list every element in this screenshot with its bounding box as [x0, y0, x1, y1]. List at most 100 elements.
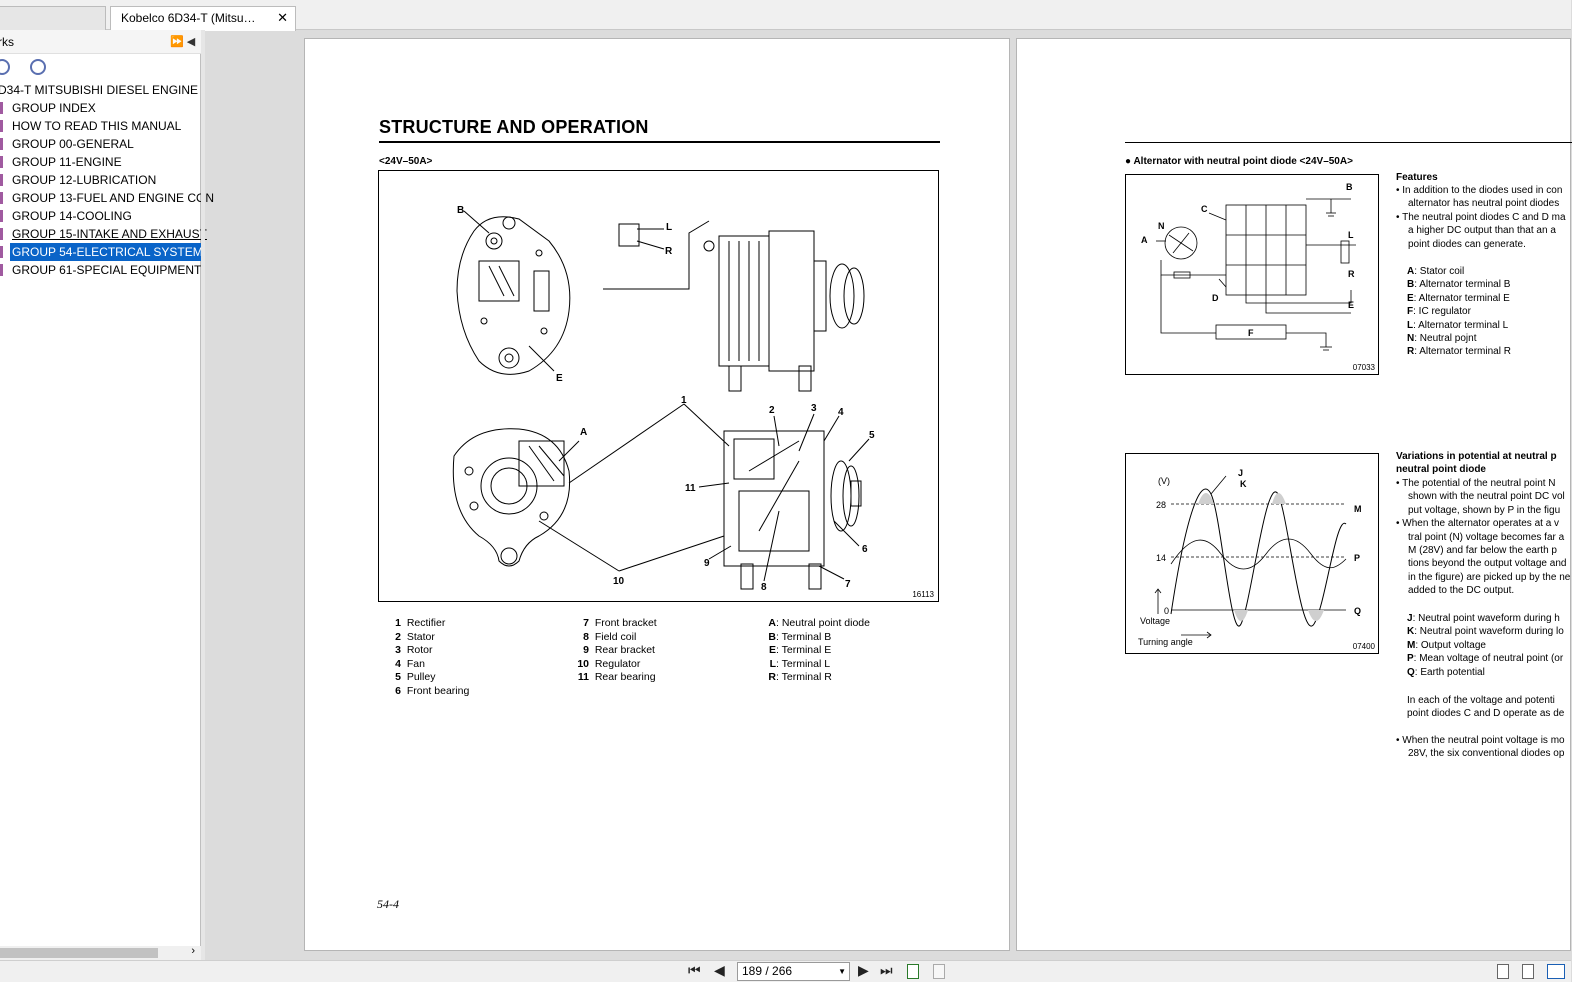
figure-number: 07033 [1352, 363, 1375, 372]
chevron-down-icon[interactable]: ▼ [838, 967, 846, 976]
legend-row: P: Mean voltage of neutral point (or [1407, 653, 1564, 665]
variations-legend: J: Neutral point waveform during h K: Ne… [1407, 612, 1564, 679]
bookmark-tree: D34-T MITSUBISHI DIESEL ENGINE GROUP IND… [0, 81, 214, 279]
bookmark-icon [0, 120, 3, 132]
scrollbar-thumb[interactable] [0, 948, 158, 958]
legend-row: A: Neutral point diode [768, 617, 870, 629]
circuit-label-l: L [1348, 230, 1354, 240]
legend-row: R: Terminal R [768, 671, 832, 684]
collapse-panel-icon[interactable]: ⏩ ◀ [170, 36, 196, 48]
search-bookmark-icon[interactable] [30, 59, 46, 75]
legend-row: 3 Rotor [395, 644, 433, 657]
prev-page-button[interactable]: ◀ [714, 962, 725, 978]
legend-row: N: Neutral pojnt [1407, 333, 1477, 345]
legend-row: K: Neutral point waveform during lo [1407, 626, 1564, 638]
legend-row: 7 Front bracket [583, 617, 657, 629]
page-number-field[interactable]: 189 / 266 ▼ [737, 962, 850, 981]
axis-unit: (V) [1158, 476, 1170, 486]
bookmark-icon [0, 156, 3, 168]
legend-row: J: Neutral point waveform during h [1407, 613, 1560, 624]
pdf-page-left: STRUCTURE AND OPERATION <24V–50A> [304, 38, 1010, 951]
scroll-right-icon[interactable]: › [191, 945, 195, 957]
legend-row: 4 Fan [395, 657, 425, 670]
heading-rule [1125, 142, 1572, 143]
callout-11: 11 [685, 483, 696, 494]
bookmark-item[interactable]: GROUP 11-ENGINE [0, 153, 201, 171]
features-title: Features [1396, 172, 1438, 183]
bookmarks-header: rks ⏩ ◀ [0, 30, 201, 54]
bookmark-item[interactable]: HOW TO READ THIS MANUAL [0, 117, 201, 135]
section-title: ● Alternator with neutral point diode <2… [1125, 156, 1353, 167]
circuit-figure: B C N A L R D E F 07033 [1125, 174, 1379, 375]
wave-label-j: J [1238, 468, 1243, 478]
legend-row: 6 Front bearing [395, 684, 470, 697]
heading-rule [379, 141, 940, 143]
bookmark-icon [0, 192, 3, 204]
variations-title: Variations in potential at neutral p neu… [1396, 451, 1557, 476]
bookmark-icon [0, 264, 3, 276]
legend-row: B: Alternator terminal B [1407, 279, 1511, 291]
bookmark-root[interactable]: D34-T MITSUBISHI DIESEL ENGINE [0, 83, 199, 97]
circuit-label-c: C [1201, 204, 1208, 214]
legend-row: 8 Field coil [583, 630, 637, 643]
bookmark-icon [0, 228, 3, 240]
callout-7: 7 [845, 579, 851, 590]
horizontal-scrollbar[interactable]: › [0, 945, 201, 960]
tab-document[interactable]: Kobelco 6D34-T (Mitsu… ✕ [110, 6, 296, 31]
bookmark-item[interactable]: GROUP 13-FUEL AND ENGINE CON [0, 189, 214, 207]
figure-number: 16113 [912, 590, 934, 599]
page-navigation-bar: ⏮ ◀ 189 / 266 ▼ ▶ ⏭ [0, 960, 1571, 982]
bookmark-item[interactable]: GROUP 14-COOLING [0, 207, 201, 225]
callout-6: 6 [862, 544, 868, 555]
fit-width-icon[interactable] [933, 964, 945, 979]
callout-5: 5 [869, 430, 875, 441]
circuit-diagram: B C N A L R D E F [1141, 182, 1356, 351]
legend-row: A: Stator coil [1407, 266, 1465, 277]
legend-row: 2 Stator [395, 630, 435, 643]
next-page-button[interactable]: ▶ [858, 962, 869, 978]
tab-previous[interactable] [0, 6, 106, 30]
legend-row: M: Output voltage [1407, 639, 1486, 651]
fit-page-icon[interactable] [907, 964, 919, 979]
circuit-label-r: R [1348, 269, 1355, 279]
bookmark-item[interactable]: GROUP 15-INTAKE AND EXHAUST [0, 225, 207, 243]
first-page-button[interactable]: ⏮ [688, 962, 701, 978]
single-page-view-icon[interactable] [1497, 964, 1509, 979]
callout-a: A [580, 427, 587, 438]
bookmark-item[interactable]: GROUP 00-GENERAL [0, 135, 201, 153]
waveform-diagram: (V) 28 14 0 Voltage Turning angle J K M … [1138, 468, 1362, 647]
circuit-label-b: B [1346, 182, 1353, 192]
bookmark-icon [0, 174, 3, 186]
legend-row: B: Terminal B [768, 630, 832, 643]
expand-bookmark-icon[interactable] [0, 59, 10, 75]
callout-b: B [457, 205, 464, 216]
bookmark-item[interactable]: GROUP INDEX [0, 99, 201, 117]
continuous-view-icon[interactable] [1522, 964, 1534, 979]
bookmark-item[interactable]: GROUP 12-LUBRICATION [0, 171, 201, 189]
legend-row: 10 Regulator [577, 657, 641, 670]
wave-label-q: Q [1354, 606, 1361, 616]
pdf-page-right: ● Alternator with neutral point diode <2… [1016, 38, 1572, 951]
alternator-drawing: B E L R A 1 2 3 4 5 6 7 8 9 10 11 [452, 205, 875, 593]
x-axis-label: Turning angle [1138, 637, 1193, 647]
two-page-view-icon[interactable] [1547, 964, 1565, 979]
last-page-button[interactable]: ⏭ [880, 962, 893, 978]
alternator-figure: B E L R A 1 2 3 4 5 6 7 8 9 10 11 16113 [378, 170, 939, 602]
bookmark-icon [0, 246, 3, 258]
tick-14: 14 [1156, 553, 1166, 563]
features-text: • In addition to the diodes used in con … [1396, 185, 1566, 250]
panel-splitter[interactable] [201, 30, 205, 960]
bookmark-icon [0, 102, 3, 114]
legend-row: 11 Rear bearing [577, 671, 656, 684]
figure-number: 07400 [1352, 642, 1375, 651]
bookmark-item-selected[interactable]: GROUP 54-ELECTRICAL SYSTEM [0, 243, 205, 261]
close-icon[interactable]: ✕ [277, 10, 288, 25]
bookmark-tools [0, 56, 201, 78]
callout-8: 8 [761, 582, 767, 593]
circuit-label-f: F [1248, 328, 1254, 338]
bookmark-item[interactable]: GROUP 61-SPECIAL EQUIPMENT [0, 261, 201, 279]
final-text: • When the neutral point voltage is mo 2… [1396, 735, 1565, 760]
callout-1: 1 [681, 395, 687, 406]
page-number: 54-4 [377, 897, 399, 911]
circuit-label-e: E [1348, 300, 1354, 310]
